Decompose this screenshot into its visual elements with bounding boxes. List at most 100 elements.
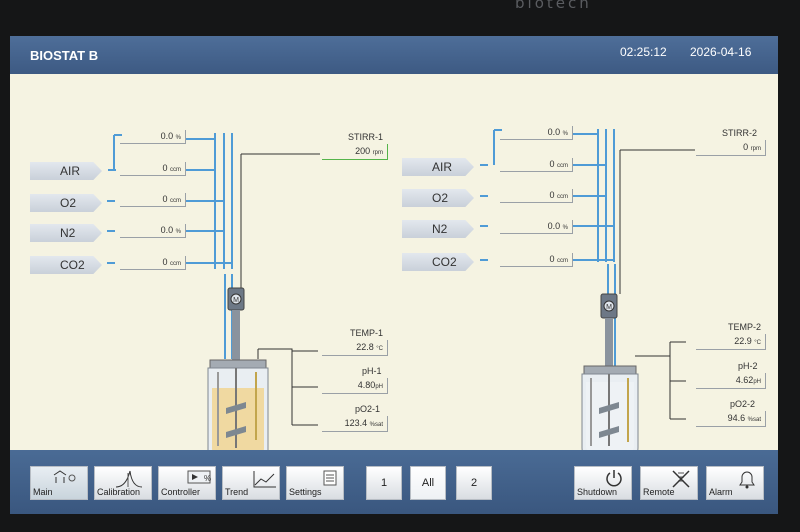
calibration-button[interactable]: Calibration bbox=[94, 466, 152, 500]
shutdown-button[interactable]: Shutdown bbox=[574, 466, 632, 500]
main-icon bbox=[53, 470, 76, 483]
gas-value-n2-1[interactable]: 0.0 % bbox=[120, 224, 186, 238]
hmi-screen: BIOSTAT B 02:25:12 2026-04-16 bbox=[10, 36, 778, 514]
main-button[interactable]: Main bbox=[30, 466, 88, 500]
temp-1-label: TEMP-1 bbox=[350, 328, 384, 338]
gas-label-co2-2[interactable]: CO2 bbox=[402, 253, 474, 271]
stirr-2-number: 0 bbox=[743, 142, 749, 152]
gas-value-o2-2-number: 0 bbox=[549, 190, 555, 200]
controller-icon: % bbox=[187, 470, 211, 484]
po2-1-unit: %sat bbox=[369, 422, 383, 428]
settings-icon bbox=[323, 470, 337, 486]
remote-button[interactable]: Remote bbox=[640, 466, 698, 500]
gas-value-co2-1[interactable]: 0 ccm bbox=[120, 256, 186, 270]
bottom-toolbar: Main Calibration % Controller Trend Sett… bbox=[10, 450, 778, 514]
gas-value-n2-2-unit: % bbox=[562, 225, 568, 231]
gas-value-co2-2-unit: ccm bbox=[557, 258, 568, 264]
gas-label-n2-2[interactable]: N2 bbox=[402, 220, 474, 238]
main-label: Main bbox=[33, 487, 53, 497]
stirr-1-unit: rpm bbox=[372, 150, 383, 156]
app-title: BIOSTAT B bbox=[30, 48, 99, 63]
po2-1-label: pO2-1 bbox=[355, 404, 381, 414]
trend-button[interactable]: Trend bbox=[222, 466, 280, 500]
motor-2-label: M bbox=[606, 304, 612, 311]
ph-2-label: pH-2 bbox=[738, 361, 758, 371]
unit-2-button[interactable]: 2 bbox=[456, 466, 492, 500]
motor-1-label: M bbox=[233, 297, 239, 304]
temp-2-number: 22.9 bbox=[734, 336, 752, 346]
gas-value-air-1[interactable]: 0 ccm bbox=[120, 162, 186, 176]
temp-2-unit: °C bbox=[754, 340, 761, 346]
stirr-1-label: STIRR-1 bbox=[348, 132, 384, 142]
po2-2-label: pO2-2 bbox=[730, 399, 756, 409]
ph-2-number: 4.62 bbox=[735, 375, 754, 385]
gas-value-o2-1-unit: ccm bbox=[170, 198, 181, 204]
gas-label-n2-1[interactable]: N2 bbox=[30, 224, 102, 242]
alarm-button[interactable]: Alarm bbox=[706, 466, 764, 500]
po2-2-unit: %sat bbox=[747, 417, 761, 423]
settings-button[interactable]: Settings bbox=[286, 466, 344, 500]
gas-value-co2-2[interactable]: 0 ccm bbox=[500, 253, 573, 267]
stirr-2-unit: rpm bbox=[750, 146, 761, 152]
alarm-label: Alarm bbox=[709, 487, 733, 497]
top-value-2[interactable]: 0.0 % bbox=[500, 126, 573, 140]
ph-2-unit: pH bbox=[753, 379, 761, 385]
gas-value-o2-1[interactable]: 0 ccm bbox=[120, 193, 186, 207]
ph-1-label: pH-1 bbox=[362, 366, 382, 376]
gas-value-o2-1-number: 0 bbox=[162, 194, 168, 204]
stirr-2-label: STIRR-2 bbox=[722, 128, 758, 138]
gas-value-co2-2-number: 0 bbox=[549, 254, 555, 264]
stirr-1-number: 200 bbox=[355, 146, 371, 156]
clock-time: 02:25:12 bbox=[620, 45, 667, 59]
po2-2-value[interactable]: 94.6 %sat bbox=[696, 411, 766, 427]
gas-value-co2-1-number: 0 bbox=[162, 257, 168, 267]
remote-icon bbox=[672, 470, 690, 488]
gas-label-o2-2[interactable]: O2 bbox=[402, 189, 474, 207]
calibration-label: Calibration bbox=[97, 487, 141, 497]
top-value-1-unit: % bbox=[175, 135, 181, 141]
gas-value-air-2-number: 0 bbox=[549, 159, 555, 169]
temp-1-number: 22.8 bbox=[356, 342, 374, 352]
temp-1-value[interactable]: 22.8 °C bbox=[322, 340, 388, 356]
power-icon bbox=[606, 470, 622, 487]
temp-2-value[interactable]: 22.9 °C bbox=[696, 334, 766, 350]
gas-label-air-1[interactable]: AIR bbox=[30, 162, 102, 180]
controller-button[interactable]: % Controller bbox=[158, 466, 216, 500]
controller-label: Controller bbox=[161, 487, 201, 497]
gas-label-co2-1[interactable]: CO2 bbox=[30, 256, 102, 274]
po2-1-value[interactable]: 123.4 %sat bbox=[322, 416, 388, 432]
ph-2-value[interactable]: 4.62pH bbox=[696, 373, 766, 389]
top-value-2-unit: % bbox=[562, 131, 568, 137]
settings-label: Settings bbox=[289, 487, 322, 497]
gas-value-n2-2[interactable]: 0.0 % bbox=[500, 220, 573, 234]
gas-value-o2-2[interactable]: 0 ccm bbox=[500, 189, 573, 203]
shutdown-label: Shutdown bbox=[577, 487, 618, 497]
gas-label-o2-1[interactable]: O2 bbox=[30, 194, 102, 212]
gas-value-n2-1-number: 0.0 bbox=[160, 225, 174, 235]
bell-icon bbox=[739, 471, 755, 489]
calibration-icon bbox=[115, 470, 143, 488]
ph-1-value[interactable]: 4.80pH bbox=[322, 378, 388, 394]
ph-1-unit: pH bbox=[375, 384, 383, 390]
ph-1-number: 4.80 bbox=[357, 380, 376, 390]
gas-label-air-2[interactable]: AIR bbox=[402, 158, 474, 176]
gas-value-air-2[interactable]: 0 ccm bbox=[500, 158, 573, 172]
trend-icon bbox=[253, 471, 276, 488]
stirr-2-value[interactable]: 0 rpm bbox=[696, 140, 766, 156]
stirr-1-value[interactable]: 200 rpm bbox=[322, 144, 388, 160]
po2-1-number: 123.4 bbox=[344, 418, 368, 428]
bioreactor-vessel-2[interactable]: M bbox=[576, 286, 656, 466]
temp-2-label: TEMP-2 bbox=[728, 322, 762, 332]
unit-1-button[interactable]: 1 bbox=[366, 466, 402, 500]
unit-all-button[interactable]: All bbox=[410, 466, 446, 500]
gas-value-air-2-unit: ccm bbox=[557, 163, 568, 169]
gas-value-air-1-unit: ccm bbox=[170, 167, 181, 173]
controller-icon-text: % bbox=[204, 474, 211, 483]
gas-value-n2-2-number: 0.0 bbox=[547, 221, 561, 231]
remote-label: Remote bbox=[643, 487, 675, 497]
po2-2-number: 94.6 bbox=[727, 413, 746, 423]
gas-value-n2-1-unit: % bbox=[175, 229, 181, 235]
top-value-1[interactable]: 0.0 % bbox=[120, 130, 186, 144]
bioreactor-vessel-1[interactable]: M bbox=[198, 280, 278, 470]
gas-value-air-1-number: 0 bbox=[162, 163, 168, 173]
